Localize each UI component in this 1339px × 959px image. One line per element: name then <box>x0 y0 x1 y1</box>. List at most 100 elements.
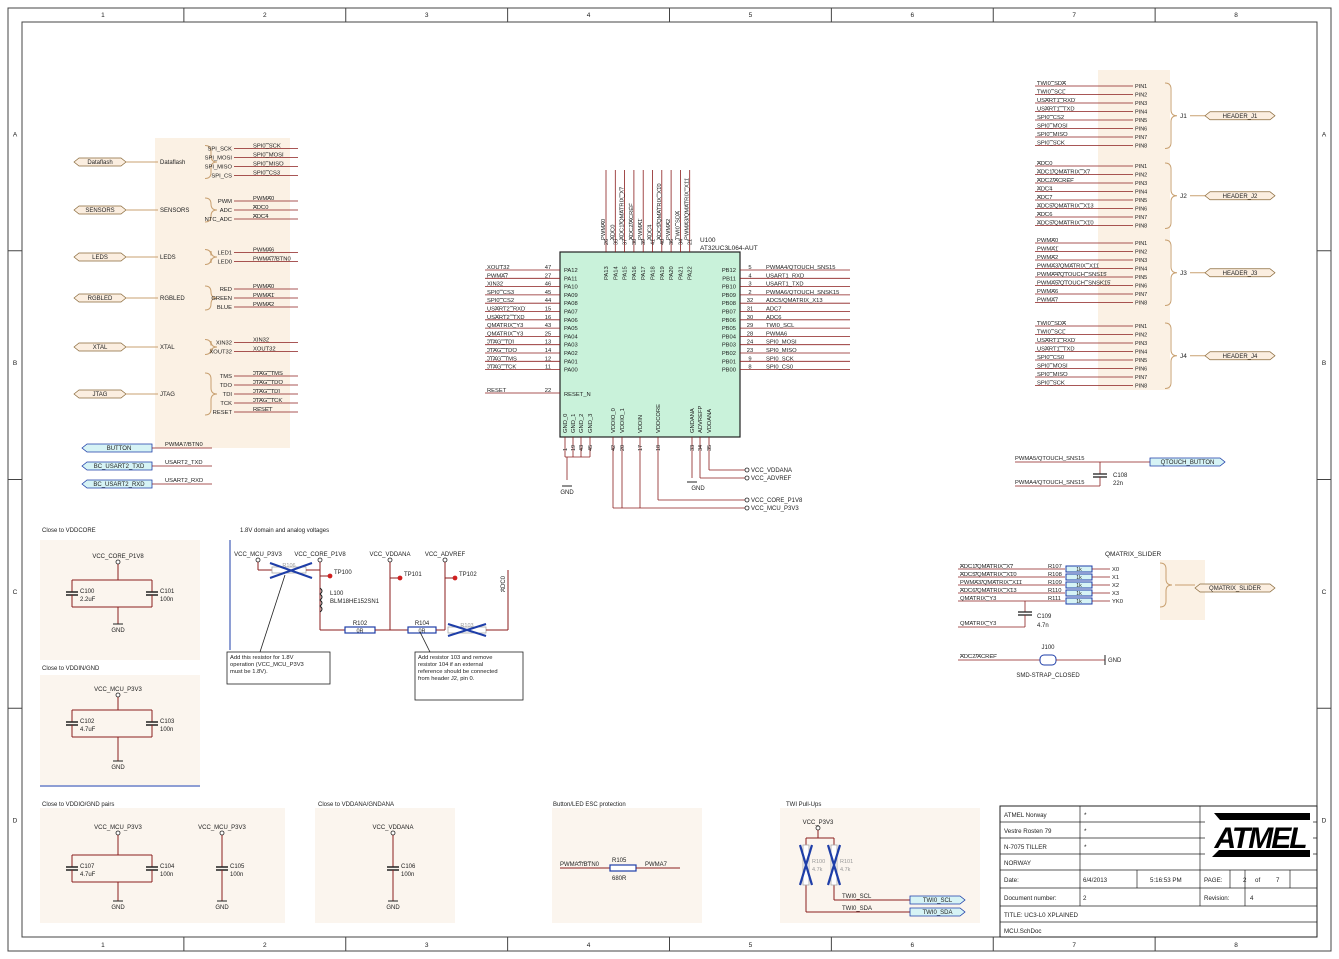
frame-col-label: 3 <box>425 942 429 949</box>
net-label: PWMA3/QMATRIX_X11 <box>960 580 1022 586</box>
net-label: PWMA1 <box>1037 247 1058 253</box>
sheet-symbol-label: Dataflash <box>160 160 185 166</box>
frame-col-label: 8 <box>1234 12 1238 19</box>
date-label: Date: <box>1004 877 1019 884</box>
net-label: XIN32 <box>253 338 269 344</box>
header-pin-label: PIN4 <box>1135 110 1147 116</box>
power-port <box>255 557 261 563</box>
net-label: TWI0_SDA <box>675 211 681 240</box>
net-label: PWMA5/QTOUCH_SNSK15 <box>1037 281 1110 287</box>
net-label: PWMA0 <box>253 196 274 202</box>
section-title: Button/LED ESC protection <box>553 802 626 808</box>
pin-number: 43 <box>579 445 585 451</box>
header-pin-label: PIN6 <box>1135 284 1147 290</box>
pin-name: PA09 <box>564 293 578 299</box>
resistor-ref: R105 <box>612 858 627 864</box>
net-label: USART1_RXD <box>1037 98 1075 104</box>
header-pin-label: PIN5 <box>1135 358 1147 364</box>
pin-name: PA05 <box>564 326 578 332</box>
sheet-pin-label: TMS <box>220 374 232 380</box>
section-title: Close to VDDIN/GND <box>42 666 100 672</box>
net-label: USART1_RXD <box>766 273 804 279</box>
header-pin-label: PIN3 <box>1135 258 1147 264</box>
section-title: 1.8V domain and analog voltages <box>240 528 329 534</box>
pin-name: PA11 <box>564 276 577 282</box>
pin-name: PA00 <box>564 368 578 374</box>
net-label: USART1_TXD <box>1037 347 1075 353</box>
header-pin-label: PIN3 <box>1135 181 1147 187</box>
port-shape <box>1204 191 1276 201</box>
header-ref: J3 <box>1180 270 1187 277</box>
net-label: ADC1/QMATRIX_X7 <box>620 187 626 240</box>
pin-name: VDDCORE <box>656 404 662 433</box>
net-label: PWMA4/QTOUCH_SNS15 <box>1015 480 1084 486</box>
pin-name: VDDIN <box>638 415 644 433</box>
resistor-ref: R107 <box>1048 564 1062 570</box>
pin-number: 32 <box>747 298 753 304</box>
pin-name: PB03 <box>722 343 736 349</box>
resistor-ref: R100 <box>812 859 825 865</box>
net-label: USART1_TXD <box>766 282 804 288</box>
pin-number: 22 <box>545 388 551 394</box>
net-label: PWMA6 <box>1037 289 1058 295</box>
resistor-ref: R101 <box>840 859 853 865</box>
docnum-label: Document number: <box>1004 895 1057 902</box>
title-block-star: * <box>1084 844 1087 851</box>
note-text: Add this resistor for 1.8V <box>230 655 294 661</box>
revision-value: 4 <box>1250 895 1254 902</box>
port-label: BUTTON <box>107 446 132 452</box>
net-label: SPI0_MOSI <box>766 340 797 346</box>
header-area <box>1098 70 1170 390</box>
test-point <box>452 575 458 581</box>
net-label: ADC6/QMATRIX_X13 <box>960 588 1017 594</box>
header-pin-label: PIN3 <box>1135 101 1147 107</box>
port-label: SENSORS <box>85 208 114 214</box>
test-point-label: TP101 <box>404 572 422 578</box>
net-label: PWMA0 <box>1037 238 1058 244</box>
net-label: ADC0 <box>610 225 616 240</box>
net-label: PWMA7/BTN0 <box>253 257 291 263</box>
sheet-symbol-label: LEDS <box>160 255 176 261</box>
revision-label: Revision: <box>1204 895 1230 902</box>
vddcore-area <box>40 540 200 660</box>
bus-brace <box>204 339 218 355</box>
power-port <box>390 830 396 836</box>
pin-name: GND_0 <box>563 414 569 433</box>
net-label: PWMA2 <box>666 219 672 240</box>
net-label: ADC6 <box>766 315 781 321</box>
net-label: ADC0 <box>1037 161 1052 167</box>
mcu-body <box>559 251 741 438</box>
section-title: TWI Pull-Ups <box>786 802 821 808</box>
sheet-pin-label: BLUE <box>217 305 232 311</box>
net-label: TWI0_SDA <box>1037 321 1066 327</box>
net-label: JTAG_TCK <box>253 398 282 404</box>
cap-ref: C100 <box>80 589 95 595</box>
pin-number: 43 <box>545 323 551 329</box>
page-of: of <box>1255 877 1260 884</box>
pin-name: ADVREFP <box>698 405 704 433</box>
pin-number: 18 <box>656 445 662 451</box>
test-point <box>397 575 403 581</box>
header-ref: J1 <box>1180 113 1187 120</box>
sheet-pin-label: RESET <box>213 410 233 416</box>
pin-number: 14 <box>545 348 552 354</box>
note-text: from header J2, pin 0. <box>418 676 475 682</box>
header-pin-label: PIN6 <box>1135 367 1147 373</box>
resistor-value: 4.7k <box>840 867 851 873</box>
gnd-label: GND <box>111 628 125 634</box>
power-net-label: VCC_MCU_P3V3 <box>198 825 246 831</box>
pin-number: 5 <box>748 265 751 271</box>
pin-name: GND_2 <box>579 414 585 433</box>
slider-pin-label: X2 <box>1112 583 1119 589</box>
net-label: PWMA7 <box>487 273 508 279</box>
mcu-part: AT32UC3L064-AUT <box>700 245 758 252</box>
pin-number: 42 <box>611 445 617 451</box>
resistor-value: 4.7k <box>812 867 823 873</box>
note-text: reference should be connected <box>418 669 498 675</box>
net-label: USART2_RXD <box>165 478 203 484</box>
title-value: TITLE: UC3-L0 XPLAINED <box>1004 912 1078 919</box>
net-label: JTAG_TMS <box>253 371 283 377</box>
gnd-label: GND <box>111 765 125 771</box>
pin-name: PB11 <box>722 276 736 282</box>
net-label: JTAG_TDO <box>487 348 517 354</box>
